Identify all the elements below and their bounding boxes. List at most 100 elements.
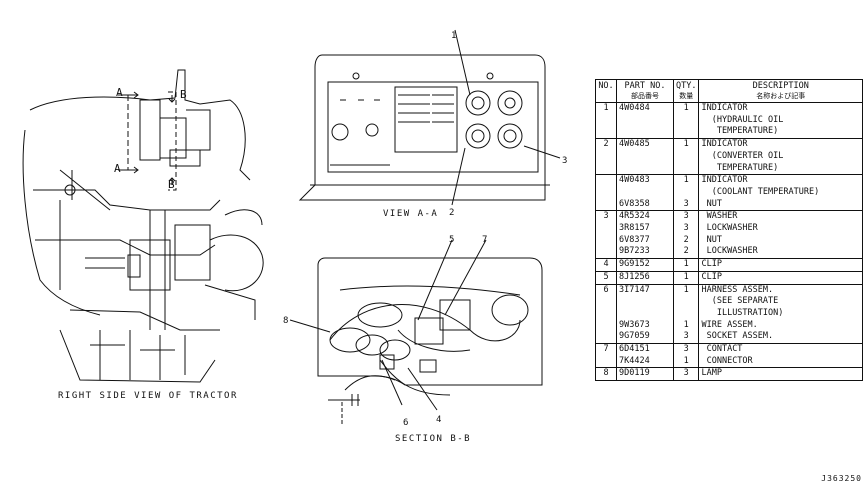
table-row: (HYDRAULIC OIL bbox=[595, 114, 863, 127]
cell-qty: 1 bbox=[672, 319, 700, 332]
cell-description: NUT bbox=[698, 234, 863, 247]
cell-description: (HYDRAULIC OIL bbox=[698, 114, 863, 127]
cell-part-no: 9D0119 bbox=[616, 367, 674, 382]
cell-no: 3 bbox=[595, 210, 617, 224]
document-id: J363250 bbox=[821, 474, 862, 483]
cell-description: INDICATOR bbox=[698, 138, 863, 151]
table-row: (CONVERTER OIL bbox=[595, 150, 863, 163]
cell-no bbox=[595, 355, 617, 368]
header-description: DESCRIPTION 名称および記事 bbox=[698, 79, 863, 103]
cell-no: 6 bbox=[595, 283, 617, 297]
cell-qty bbox=[672, 307, 700, 320]
cell-part-no: 6D4151 bbox=[616, 343, 674, 356]
table-row: TEMPERATURE) bbox=[595, 162, 863, 175]
table-row: (COOLANT TEMPERATURE) bbox=[595, 186, 863, 199]
callout-7: 7 bbox=[482, 235, 487, 245]
view-a-a-drawing bbox=[298, 29, 561, 206]
section-b-b-caption: SECTION B-B bbox=[395, 434, 472, 444]
cell-description: CLIP bbox=[698, 258, 863, 272]
cell-part-no: 4R5324 bbox=[616, 210, 674, 224]
cell-qty: 1 bbox=[672, 101, 700, 115]
table-header-row: NO. PART NO. 部品番号 QTY. 数量 DESCRIPTION 名称… bbox=[595, 79, 863, 103]
parts-list-table: NO. PART NO. 部品番号 QTY. 数量 DESCRIPTION 名称… bbox=[595, 79, 863, 382]
cell-no bbox=[595, 162, 617, 175]
cell-part-no: 3R8157 bbox=[616, 223, 674, 235]
cell-no bbox=[595, 296, 617, 308]
header-description-label: DESCRIPTION bbox=[752, 81, 809, 91]
cell-description: CLIP bbox=[698, 270, 863, 285]
cell-no bbox=[595, 331, 617, 344]
cell-description: (COOLANT TEMPERATURE) bbox=[698, 186, 863, 199]
cell-description: (CONVERTER OIL bbox=[698, 150, 863, 163]
cell-qty: 3 bbox=[672, 210, 700, 224]
cell-description: NUT bbox=[698, 198, 863, 211]
cell-part-no: 4W0485 bbox=[616, 138, 674, 151]
cell-no bbox=[595, 186, 617, 199]
cell-qty: 3 bbox=[672, 367, 700, 382]
cell-part-no: 4W0483 bbox=[616, 174, 674, 187]
cell-qty: 3 bbox=[672, 343, 700, 356]
cell-description: CONTACT bbox=[698, 343, 863, 356]
cell-part-no bbox=[616, 186, 674, 199]
cell-no bbox=[595, 234, 617, 247]
cell-part-no: 3I7147 bbox=[616, 283, 674, 297]
callout-1: 1 bbox=[451, 31, 456, 41]
cell-description: WIRE ASSEM. bbox=[698, 319, 863, 332]
cell-part-no bbox=[616, 150, 674, 163]
cell-part-no: 9B7233 bbox=[616, 246, 674, 259]
section-b-marker: B bbox=[180, 88, 187, 101]
cell-part-no: 9W3673 bbox=[616, 319, 674, 332]
callout-4: 4 bbox=[436, 415, 441, 425]
cell-no: 4 bbox=[595, 258, 617, 272]
cell-description: TEMPERATURE) bbox=[698, 162, 863, 175]
cell-no: 8 bbox=[595, 367, 617, 382]
cell-qty: 1 bbox=[672, 174, 700, 187]
cell-qty bbox=[672, 114, 700, 127]
cell-no bbox=[595, 174, 617, 187]
view-a-a-caption: VIEW A-A bbox=[383, 209, 439, 219]
table-row: (SEE SEPARATE bbox=[595, 296, 863, 308]
cell-description: LOCKWASHER bbox=[698, 223, 863, 235]
callout-3: 3 bbox=[562, 156, 567, 166]
cell-qty bbox=[672, 150, 700, 163]
cell-part-no bbox=[616, 114, 674, 127]
cell-description: INDICATOR bbox=[698, 101, 863, 115]
cell-part-no: 7K4424 bbox=[616, 355, 674, 368]
cell-no: 2 bbox=[595, 138, 617, 151]
cell-description: INDICATOR bbox=[698, 174, 863, 187]
cell-description: TEMPERATURE) bbox=[698, 126, 863, 139]
cell-part-no bbox=[616, 307, 674, 320]
header-qty: QTY. 数量 bbox=[672, 79, 700, 103]
cell-qty: 1 bbox=[672, 355, 700, 368]
callout-2: 2 bbox=[449, 208, 454, 218]
cell-part-no bbox=[616, 296, 674, 308]
header-qty-jp: 数量 bbox=[679, 92, 694, 100]
view-a-marker: A bbox=[116, 86, 123, 99]
cell-qty: 1 bbox=[672, 270, 700, 285]
cell-part-no bbox=[616, 126, 674, 139]
cell-part-no: 8J1256 bbox=[616, 270, 674, 285]
callout-6: 6 bbox=[403, 418, 408, 428]
cell-part-no: 4W0484 bbox=[616, 101, 674, 115]
table-row: TEMPERATURE) bbox=[595, 126, 863, 139]
cell-qty bbox=[672, 186, 700, 199]
cell-no bbox=[595, 223, 617, 235]
cell-part-no: 9G7059 bbox=[616, 331, 674, 344]
cell-qty bbox=[672, 126, 700, 139]
section-b-marker: B bbox=[168, 178, 175, 191]
